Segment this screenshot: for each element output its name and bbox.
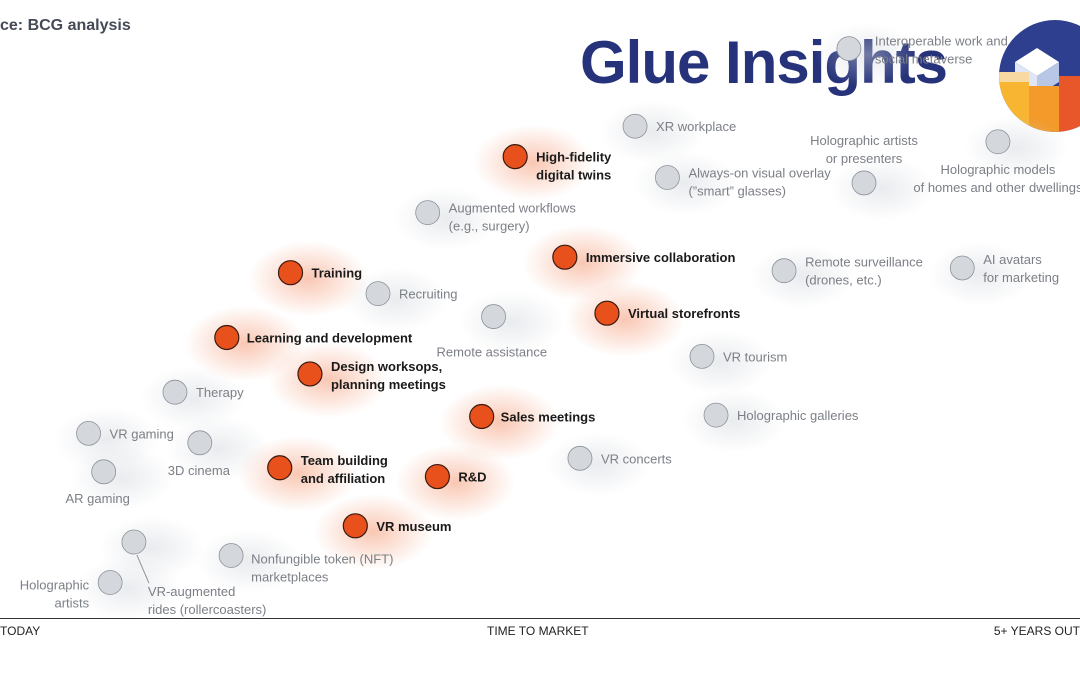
data-point-always-on-visual-overlay-smart-glasses[interactable] <box>655 165 680 190</box>
x-axis-line <box>0 618 1080 619</box>
data-point-holographic-artists-or-presenters[interactable] <box>851 170 877 196</box>
data-point-high-fidelity-digital-twins[interactable] <box>502 144 528 170</box>
data-point-vr-gaming[interactable] <box>76 420 101 446</box>
point-glow-xr-workplace <box>601 100 706 165</box>
x-axis-label-5-years: 5+ YEARS OUT <box>993 624 1080 638</box>
data-point-therapy[interactable] <box>162 379 188 405</box>
data-point-remote-assistance[interactable] <box>481 304 506 329</box>
point-glow-high-fidelity-digital-twins <box>473 124 594 201</box>
data-point-training[interactable] <box>277 260 304 286</box>
point-glow-r-d <box>395 444 516 521</box>
data-point-holographic-artists[interactable] <box>97 570 123 595</box>
point-glow-3d-cinema <box>165 416 270 481</box>
data-point-remote-surveillance-drones-etc[interactable] <box>771 258 797 284</box>
point-label-virtual-storefronts: Virtual storefronts <box>628 306 740 321</box>
point-label-training: Training <box>312 266 363 281</box>
point-label-r-d: R&D <box>458 470 486 485</box>
point-glow-ar-gaming <box>69 445 174 510</box>
point-glow-recruiting <box>344 267 448 332</box>
point-label-vr-gaming: VR gaming <box>110 426 174 441</box>
point-label-sales-meetings: Sales meetings <box>501 409 596 424</box>
point-label-nonfungible-token-nft-marketplaces: Nonfungible token (NFT)marketplaces <box>251 552 393 585</box>
point-glow-interoperable-work-and-social-metaverse <box>814 22 919 87</box>
data-point-interoperable-work-and-social-metaverse[interactable] <box>836 36 862 61</box>
brand-logo <box>999 20 1080 132</box>
point-label-vr-museum: VR museum <box>376 519 451 534</box>
point-glow-therapy <box>140 366 245 431</box>
point-glow-vr-museum <box>313 493 434 570</box>
point-label-recruiting: Recruiting <box>399 287 458 302</box>
data-point-sales-meetings[interactable] <box>469 403 495 430</box>
data-point-3d-cinema[interactable] <box>187 430 213 456</box>
point-label-vr-tourism: VR tourism <box>723 349 787 364</box>
data-point-design-worksops-planning-meetings[interactable] <box>297 361 323 387</box>
point-glow-augmented-workflows-e-g-surgery <box>393 186 498 251</box>
data-point-ai-avatars-for-marketing[interactable] <box>949 255 975 281</box>
data-point-augmented-workflows-e-g-surgery[interactable] <box>415 200 441 226</box>
point-label-3d-cinema: 3D cinema <box>168 463 231 478</box>
point-label-augmented-workflows-e-g-surgery: Augmented workflows(e.g., surgery) <box>449 201 577 234</box>
data-point-holographic-galleries[interactable] <box>703 402 729 428</box>
point-glow-design-worksops-planning-meetings <box>267 341 388 418</box>
point-label-vr-concerts: VR concerts <box>601 451 672 466</box>
point-label-immersive-collaboration: Immersive collaboration <box>586 250 736 265</box>
point-glow-holographic-artists-or-presenters <box>830 156 934 221</box>
point-label-holographic-galleries: Holographic galleries <box>737 408 859 423</box>
data-point-holographic-models-of-homes-and-other-dwellings[interactable] <box>985 129 1011 155</box>
point-glow-holographic-models-of-homes-and-other-dwellings <box>963 115 1068 180</box>
point-glow-vr-tourism <box>668 330 772 395</box>
point-glow-remote-surveillance-drones-etc <box>750 244 855 309</box>
source-note: ce: BCG analysis <box>0 17 131 34</box>
point-label-always-on-visual-overlay-smart-glasses: Always-on visual overlay(”smart” glasses… <box>688 166 831 199</box>
point-glow-remote-assistance <box>459 290 564 355</box>
data-point-virtual-storefronts[interactable] <box>594 300 620 326</box>
data-point-recruiting[interactable] <box>365 281 391 307</box>
point-glow-training <box>248 240 369 317</box>
data-point-ar-gaming[interactable] <box>91 459 117 485</box>
data-point-learning-and-development[interactable] <box>214 324 240 351</box>
point-label-remote-surveillance-drones-etc: Remote surveillance(drones, etc.) <box>805 255 923 288</box>
data-point-team-building-and-affiliation[interactable] <box>267 455 293 481</box>
point-glow-nonfungible-token-nft-marketplaces <box>197 529 302 594</box>
point-label-xr-workplace: XR workplace <box>656 119 736 134</box>
data-point-immersive-collaboration[interactable] <box>552 244 578 270</box>
data-point-r-d[interactable] <box>424 463 450 490</box>
point-glow-holographic-artists <box>76 556 181 621</box>
point-label-remote-assistance: Remote assistance <box>437 345 548 360</box>
data-point-nonfungible-token-nft-marketplaces[interactable] <box>218 543 244 568</box>
point-label-design-worksops-planning-meetings: Design worksops,planning meetings <box>331 359 446 392</box>
point-glow-sales-meetings <box>439 384 560 461</box>
leader-line-vr-augmented-rides-rollercoasters <box>136 554 150 584</box>
point-glow-ai-avatars-for-marketing <box>928 241 1033 306</box>
point-label-ar-gaming: AR gaming <box>66 491 130 506</box>
point-glow-vr-concerts <box>545 432 650 497</box>
data-point-vr-museum[interactable] <box>342 513 368 539</box>
point-label-therapy: Therapy <box>196 385 244 400</box>
point-label-learning-and-development: Learning and development <box>247 331 413 346</box>
data-point-vr-tourism[interactable] <box>689 343 715 369</box>
x-axis-title: TIME TO MARKET <box>487 624 589 638</box>
point-glow-virtual-storefronts <box>564 281 685 358</box>
data-point-vr-concerts[interactable] <box>567 445 593 471</box>
data-point-vr-augmented-rides-rollercoasters[interactable] <box>121 529 147 555</box>
point-glow-always-on-visual-overlay-smart-glasses <box>633 151 738 216</box>
x-axis-label-today: TODAY <box>0 624 41 638</box>
data-point-xr-workplace[interactable] <box>622 113 648 139</box>
point-glow-holographic-galleries <box>682 389 787 454</box>
